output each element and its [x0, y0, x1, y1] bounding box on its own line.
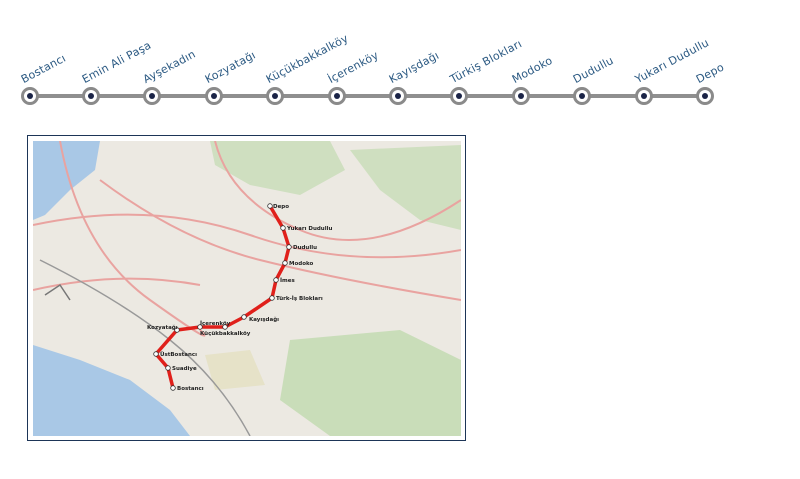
station-dot[interactable]	[82, 87, 100, 105]
map-station-label: Kozyatağı	[147, 325, 178, 331]
map-station-label: Depo	[273, 204, 289, 210]
station-label[interactable]: Kozyatağı	[202, 48, 258, 86]
station-dot[interactable]	[696, 87, 714, 105]
map-station-label: Modoko	[289, 261, 313, 267]
highway	[44, 283, 71, 301]
map-station-label: Dudullu	[293, 245, 317, 251]
timeline-station[interactable]: İçerenköy	[326, 49, 381, 105]
timeline-station[interactable]: Depo	[694, 61, 726, 105]
timeline-station[interactable]: Kozyatağı	[203, 49, 258, 105]
station-dot[interactable]	[205, 87, 223, 105]
map-station-marker	[174, 327, 180, 333]
map-station-label: Kayışdağı	[249, 317, 279, 323]
map-station-marker	[165, 365, 171, 371]
map-station-marker	[282, 260, 288, 266]
timeline-station[interactable]: Yukarı Dudullu	[633, 36, 711, 105]
station-dot[interactable]	[143, 87, 161, 105]
timeline-station[interactable]: Modoko	[510, 54, 555, 105]
map-station-label: Türk-İş Blokları	[276, 295, 323, 302]
green-area	[350, 145, 461, 230]
station-dot[interactable]	[635, 87, 653, 105]
map-station-label: ÜstBostancı	[160, 351, 197, 358]
map-station-marker	[153, 351, 159, 357]
map-station-marker	[222, 324, 228, 330]
map-station-label: Küçükbakkalköy	[200, 331, 251, 337]
map-station-label: İmes	[280, 277, 296, 284]
timeline-station[interactable]: Küçükbakkalköy	[264, 32, 350, 105]
map-station-marker	[269, 295, 275, 301]
timeline-station[interactable]: Türkiş Blokları	[448, 37, 524, 105]
map-station-label: Yukarı Dudullu	[286, 226, 332, 232]
map-station-marker	[280, 225, 286, 231]
timeline-station[interactable]: Bostancı	[19, 52, 68, 105]
map-station-marker	[273, 277, 279, 283]
green-area	[210, 141, 345, 195]
station-dot[interactable]	[328, 87, 346, 105]
station-label[interactable]: Bostancı	[18, 51, 69, 86]
station-dot[interactable]	[512, 87, 530, 105]
station-dot[interactable]	[389, 87, 407, 105]
timeline-station[interactable]: Dudullu	[571, 54, 616, 105]
timeline-station[interactable]: Kayışdağı	[387, 49, 441, 105]
green-area	[280, 330, 461, 436]
station-label[interactable]: Ayşekadın	[140, 47, 198, 86]
station-label[interactable]: Kayışdağı	[386, 48, 442, 86]
timeline-line	[30, 94, 706, 98]
station-dot[interactable]	[266, 87, 284, 105]
sea-north	[33, 141, 100, 220]
map-station-marker	[267, 203, 273, 209]
map-station-label: İçerenköy	[200, 320, 231, 327]
map-station-label: Suadiye	[172, 366, 197, 372]
map-station-marker	[286, 244, 292, 250]
station-label[interactable]: İçerenköy	[325, 48, 381, 86]
station-dot[interactable]	[573, 87, 591, 105]
station-dot[interactable]	[21, 87, 39, 105]
map-station-marker	[241, 314, 247, 320]
map-station-marker	[197, 324, 203, 330]
timeline-station[interactable]: Emin Ali Paşa	[80, 39, 153, 105]
park-area	[205, 350, 265, 390]
map-station-marker	[170, 385, 176, 391]
map-station-label: Bostancı	[177, 386, 204, 392]
station-label[interactable]: Modoko	[509, 53, 555, 86]
station-label[interactable]: Depo	[693, 60, 727, 86]
sea-south	[33, 345, 190, 436]
station-label[interactable]: Dudullu	[570, 53, 616, 86]
station-dot[interactable]	[450, 87, 468, 105]
roads	[33, 141, 461, 337]
timeline-station[interactable]: Ayşekadın	[141, 48, 198, 105]
